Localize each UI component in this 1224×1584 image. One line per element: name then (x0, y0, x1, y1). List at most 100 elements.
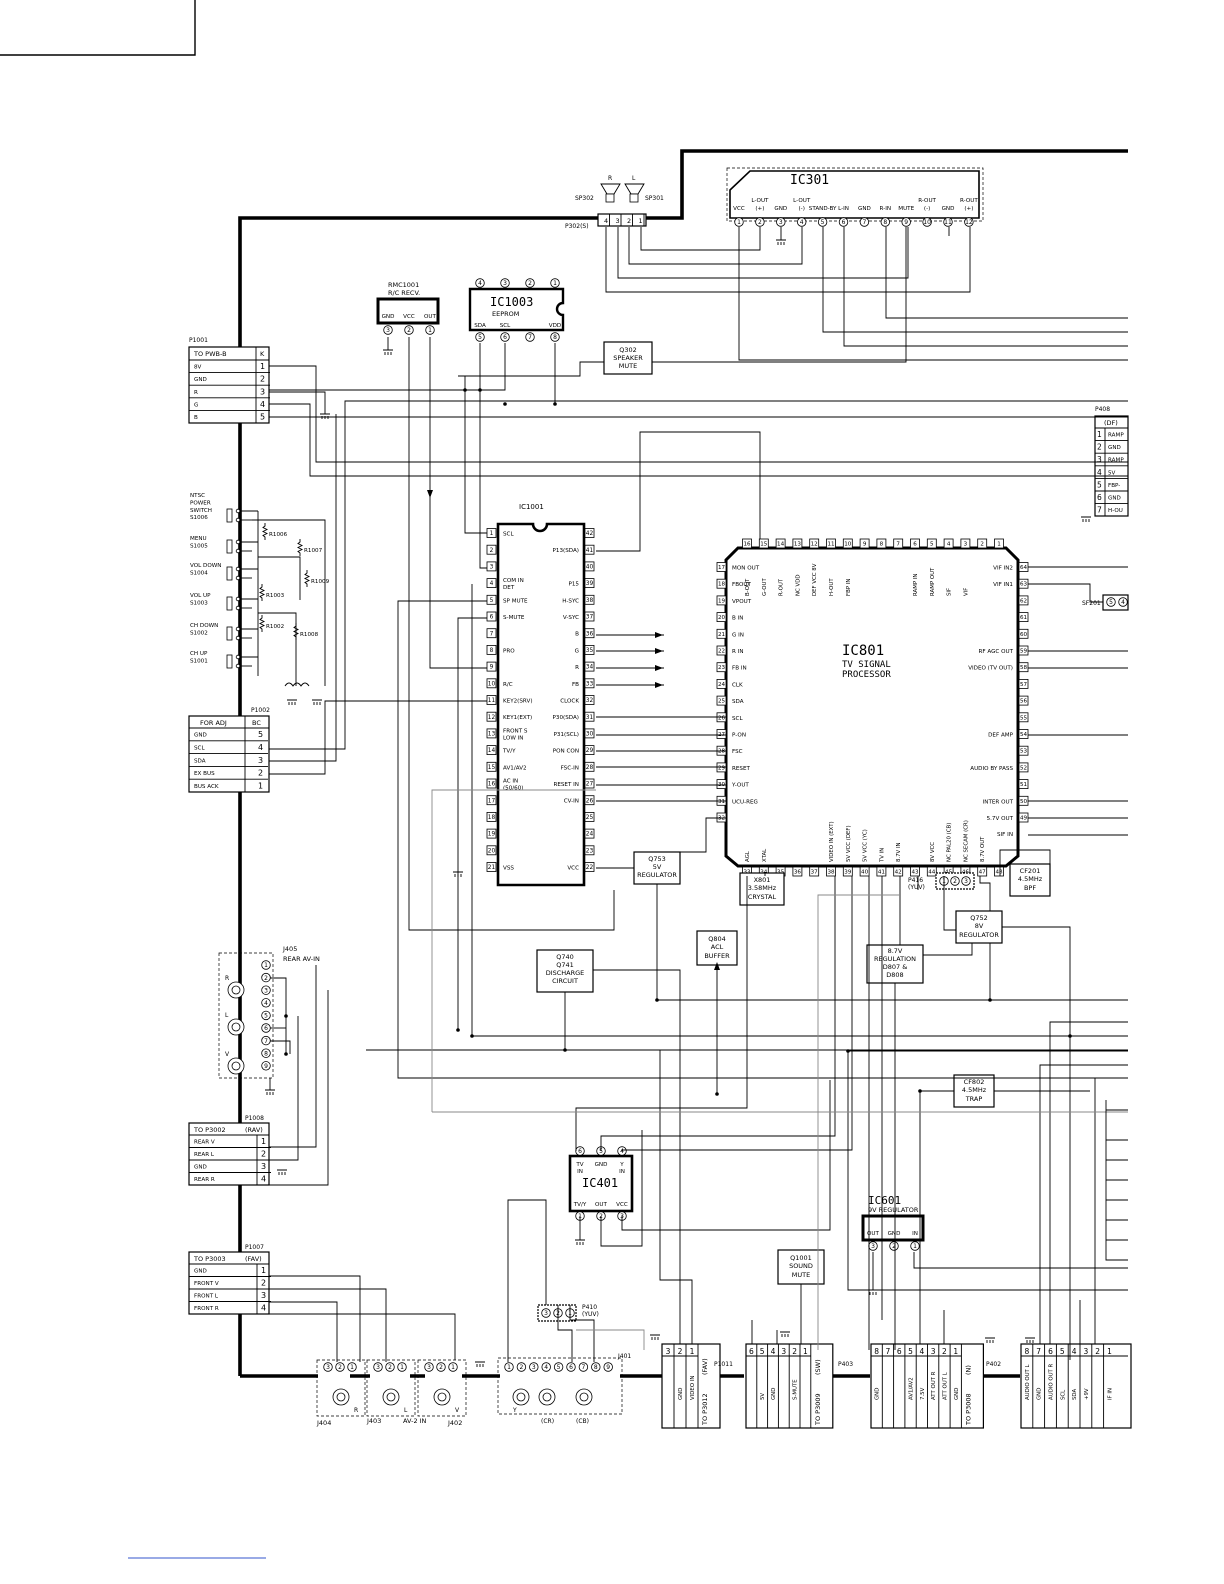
q302-l2: SPEAKER (613, 354, 643, 362)
jack-pin-2-circle (436, 1362, 446, 1372)
j401-pin-4-num: 4 (544, 1364, 548, 1371)
p1001-k: K (260, 350, 265, 358)
ic801-top-pin-2-box (977, 538, 988, 549)
ic1001-left-label: TV/Y (502, 749, 516, 755)
ic1001-pin-25-box (584, 812, 595, 822)
p1001-row-num: 5 (260, 412, 265, 421)
ic601-pin-label: IN (912, 1231, 918, 1237)
p416-pin-2-num: 2 (953, 878, 957, 885)
ic1001-pin-16-box (486, 778, 497, 789)
ic801-left-label: CLK (732, 682, 743, 688)
p402-sub: (N) (964, 1365, 972, 1375)
ic301-pin-6-num: 6 (842, 219, 846, 226)
ic801-bottom-label: 5V VCC (DEF) (846, 825, 852, 862)
ic1001-pin-21-num: 21 (488, 865, 496, 871)
arrow-3 (655, 682, 663, 688)
resistor-label-R1009: R1009 (311, 579, 330, 585)
ic1001-pin-29-num: 29 (586, 748, 594, 754)
wire-2 (640, 227, 761, 251)
cf201-bpf: CF201 4.5MHz BPF (1009, 863, 1051, 897)
coil (284, 682, 310, 687)
switch-menu-actuator (226, 539, 233, 554)
ground-8 (312, 699, 322, 705)
ic1001-pin-41-box (584, 544, 595, 555)
ic401-top-pin-4-num: 4 (620, 1148, 624, 1155)
ic801-top-pin-7-num: 7 (896, 542, 900, 548)
p1008-row-num: 1 (261, 1137, 266, 1146)
p408-row-label: GND (1108, 445, 1121, 451)
cf802-trap: CF802 4.5MHz TRAP (953, 1074, 995, 1108)
ic1003-top-pin-3-circle (500, 278, 510, 288)
ic801-top-pin-1-num: 1 (997, 542, 1001, 548)
board-outline (238, 149, 1128, 1378)
wire-86 (270, 977, 287, 1054)
ic1001-pin-12-box (486, 711, 497, 722)
ic801-right-label: INTER OUT (983, 799, 1014, 805)
wire-82 (269, 1313, 456, 1360)
jack-pin-2-num: 2 (439, 1364, 443, 1371)
arrow-q804 (714, 962, 720, 970)
p408-row-num: 2 (1097, 443, 1102, 452)
ic1001-left-label: DET (503, 585, 515, 591)
ic401-top-label: Y (619, 1162, 624, 1168)
ic1001-right-label: RESET IN (553, 782, 579, 788)
ic1001-left-label: LOW IN (503, 735, 523, 741)
ic1001-pin-31-num: 31 (586, 715, 594, 721)
corner-tab (0, 0, 196, 56)
p1002-row-label: GND (194, 733, 207, 739)
ic801-right-pin-52-num: 52 (1020, 765, 1027, 771)
sf201-pin-4-num: 4 (1121, 599, 1125, 606)
ic1001-pin-5-box (486, 594, 497, 605)
j401-pin-5-num: 5 (557, 1364, 561, 1371)
ic1001-pin-30-box (584, 728, 595, 739)
rmc-pin-label: OUT (424, 314, 436, 320)
ic1001-pin-10-num: 10 (488, 681, 496, 687)
p408-tag: P408 (1095, 406, 1110, 413)
ic801-bottom-pin-41-box (876, 866, 887, 877)
switch-label-volup: S1003 (190, 600, 208, 606)
ic1001-pin-5-num: 5 (490, 598, 494, 604)
junction-2 (503, 402, 507, 406)
q804-l2: ACL (711, 943, 724, 951)
ic1001-pin-7-box (486, 628, 497, 639)
ic801-top-label: G-OUT (762, 578, 768, 596)
q753-l2: 5V (653, 863, 662, 871)
jack-pin-3-circle (323, 1362, 333, 1372)
j401-pin-6-circle (566, 1362, 576, 1372)
ic801-top-pin-3-box (960, 538, 971, 549)
q752-l1: Q752 (970, 914, 988, 922)
wire-26 (464, 376, 487, 534)
ic801-right-pin-54-box (1018, 729, 1029, 739)
ic801-left-label: UCU-REG (732, 799, 758, 805)
x801-l1: X801 (754, 876, 771, 884)
ic801-left-pin-25-num: 25 (718, 699, 726, 705)
cf802-l3: TRAP (965, 1095, 983, 1103)
ic801-left-label: VPOUT (732, 599, 752, 605)
j405-pin-6-num: 6 (264, 1025, 268, 1032)
p408-row-label: H-OU (1108, 508, 1123, 514)
p403-pin-num: 1 (803, 1347, 808, 1356)
ic1001-pin-16-num: 16 (488, 782, 496, 788)
ic1001-pin-2-box (486, 544, 497, 555)
ic1001-pin-36-box (584, 628, 595, 639)
ic1001-pin-4-box (486, 578, 497, 588)
ic1001-pin-28-box (584, 761, 595, 772)
wire-39 (680, 817, 726, 853)
jack-label: V (455, 1407, 460, 1414)
ic1001-left-label: AC IN (503, 779, 518, 785)
ic801-bottom-pin-36-box (792, 866, 803, 877)
ic1003-top-pin-2-num: 2 (528, 280, 532, 287)
j405-pin-1-num: 1 (264, 962, 268, 969)
ground-3 (453, 871, 463, 877)
wiring (265, 227, 1128, 1367)
ic801-top-pin-5-num: 5 (930, 542, 934, 548)
resistor-R1009 (303, 570, 311, 587)
ic801-bottom-pin-42-num: 42 (895, 870, 902, 876)
ic301-pin-11-num: 11 (944, 219, 952, 226)
switch-label-menu: S1005 (190, 543, 208, 549)
ic1001-pin-14-box (486, 745, 497, 755)
p1007-row-num: 4 (261, 1304, 266, 1313)
ic1001-left-label: KEY2(SRV) (503, 699, 533, 705)
ic801-top-label: B-OUT (745, 578, 751, 596)
